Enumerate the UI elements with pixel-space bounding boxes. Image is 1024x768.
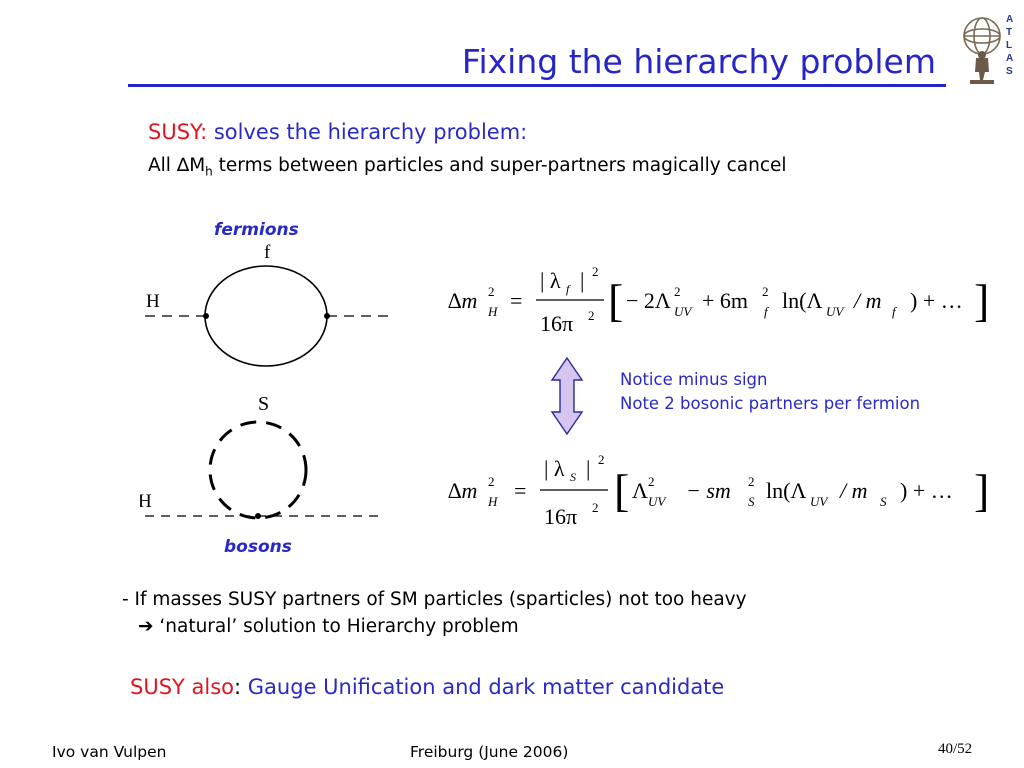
cancel-all: All [148,155,177,176]
logo-letter: L [1006,40,1012,51]
scalar-loop [208,420,308,520]
f1-bracket-left: [ [608,275,623,326]
also-colon: : [234,675,242,699]
f1-t1-sub: UV [674,304,693,319]
boson-correction-formula: ∆m 2 H = | λ S | 2 16π 2 [ Λ 2 UV − sm 2… [448,452,989,529]
f2-lhs-sup: 2 [488,474,495,489]
atlas-logo: A T L A S [963,14,1013,84]
bullet-sparticles: - If masses SUSY partners of SM particle… [122,589,747,610]
f1-num-sub: f [566,282,571,296]
f2-bracket-right: ] [974,465,989,516]
f2-t2: − sm [686,478,731,503]
susy-text: solves the hierarchy problem: [213,120,528,144]
f2-t4-sub: S [880,494,887,509]
f2-num-sub: S [570,470,576,484]
f2-lhs-sub: H [487,494,498,509]
cancel-sub: h [205,164,213,179]
f2-den: 16π [544,504,577,529]
f2-t3-sub: UV [810,494,829,509]
footer-author: Ivo van Vulpen [52,743,167,761]
also-text: Gauge Unification and dark matter candid… [241,675,725,699]
f1-bracket-right: ] [974,275,989,326]
fermions-label: fermions [214,220,299,240]
footer-page-number: 40/52 [938,741,973,757]
also-prefix: SUSY also [130,675,235,699]
f2-t5: ) + … [900,478,953,503]
boson-loop-diagram: S H [140,393,382,520]
f1-num-end: | [580,268,584,293]
f1-lhs-sub: H [487,304,498,319]
vertex [255,513,261,519]
fermion-loop [204,265,328,367]
cancel-rest: terms between particles and super-partne… [212,155,787,176]
double-arrow-icon [550,356,584,436]
f2-lhs: ∆m [448,478,477,503]
bosons-label: bosons [224,537,292,557]
f1-t3-sub: UV [826,304,845,319]
f1-lhs: ∆m [448,288,477,313]
f2-num-sup: 2 [598,452,605,467]
f1-t5: ) + … [910,288,963,313]
susy-prefix: SUSY: [148,120,208,144]
f2-t2-sup: 2 [748,474,755,489]
f1-num-sup: 2 [592,264,599,279]
note-minus-sign: Notice minus sign [620,370,768,389]
logo-letter: A [1006,53,1013,64]
f1-t2-sub: f [764,304,770,319]
f1-t2-sup: 2 [762,284,769,299]
logo-letter: T [1006,27,1012,38]
f2-num: | λ [544,456,565,481]
f1-t4: / m [852,288,882,313]
vertex [324,313,330,319]
f2-t3: ln(Λ [766,478,806,503]
f1-t3: ln(Λ [782,288,822,313]
f1-eq: = [510,288,522,313]
f2-num-end: | [586,456,590,481]
f2-t1-sub: UV [648,494,667,509]
higgs-label-bottom: H [140,491,152,512]
f2-eq: = [514,478,526,503]
susy-statement: SUSY: solves the hierarchy problem: [148,120,527,144]
f2-t2-sub: S [748,494,755,509]
logo-letter: A [1006,14,1013,25]
cancel-statement: All ∆Mh terms between particles and supe… [148,155,787,179]
f1-den: 16π [540,311,573,336]
f1-t1-sup: 2 [674,284,681,299]
f2-bracket-left: [ [614,465,629,516]
f2-t4: / m [838,478,868,503]
bullet-natural-solution: ➔ ‘natural’ solution to Hierarchy proble… [138,616,519,637]
higgs-label-top: H [146,291,160,312]
scalar-s-label: S [258,393,269,415]
title-underline [128,84,946,87]
note-bosonic-partners: Note 2 bosonic partners per fermion [620,394,921,413]
f1-lhs-sup: 2 [488,284,495,299]
fermion-loop-diagram: f H [145,242,388,367]
f1-num: | λ [540,268,561,293]
fermion-f-label: f [264,242,271,263]
feynman-diagrams: f H S H [140,242,388,520]
cancel-delta: ∆M [176,155,206,176]
notes-block: Notice minus sign Note 2 bosonic partner… [620,368,920,416]
f1-den-sup: 2 [588,308,595,323]
footer-venue: Freiburg (June 2006) [410,743,569,761]
f2-den-sup: 2 [592,500,599,515]
f1-t2: + 6m [702,288,748,313]
susy-also-statement: SUSY also: Gauge Unification and dark ma… [130,675,724,699]
f1-t1: − 2Λ [626,288,671,313]
f2-t1-sup: 2 [648,474,655,489]
logo-letter: S [1006,66,1013,77]
f1-t4-sub: f [892,304,898,319]
vertex [203,313,209,319]
slide-title: Fixing the hierarchy problem [461,42,936,81]
fermion-correction-formula: ∆m 2 H = | λ f | 2 16π 2 [ − 2Λ 2 UV + 6… [448,264,989,336]
f2-t1: Λ [632,478,648,503]
